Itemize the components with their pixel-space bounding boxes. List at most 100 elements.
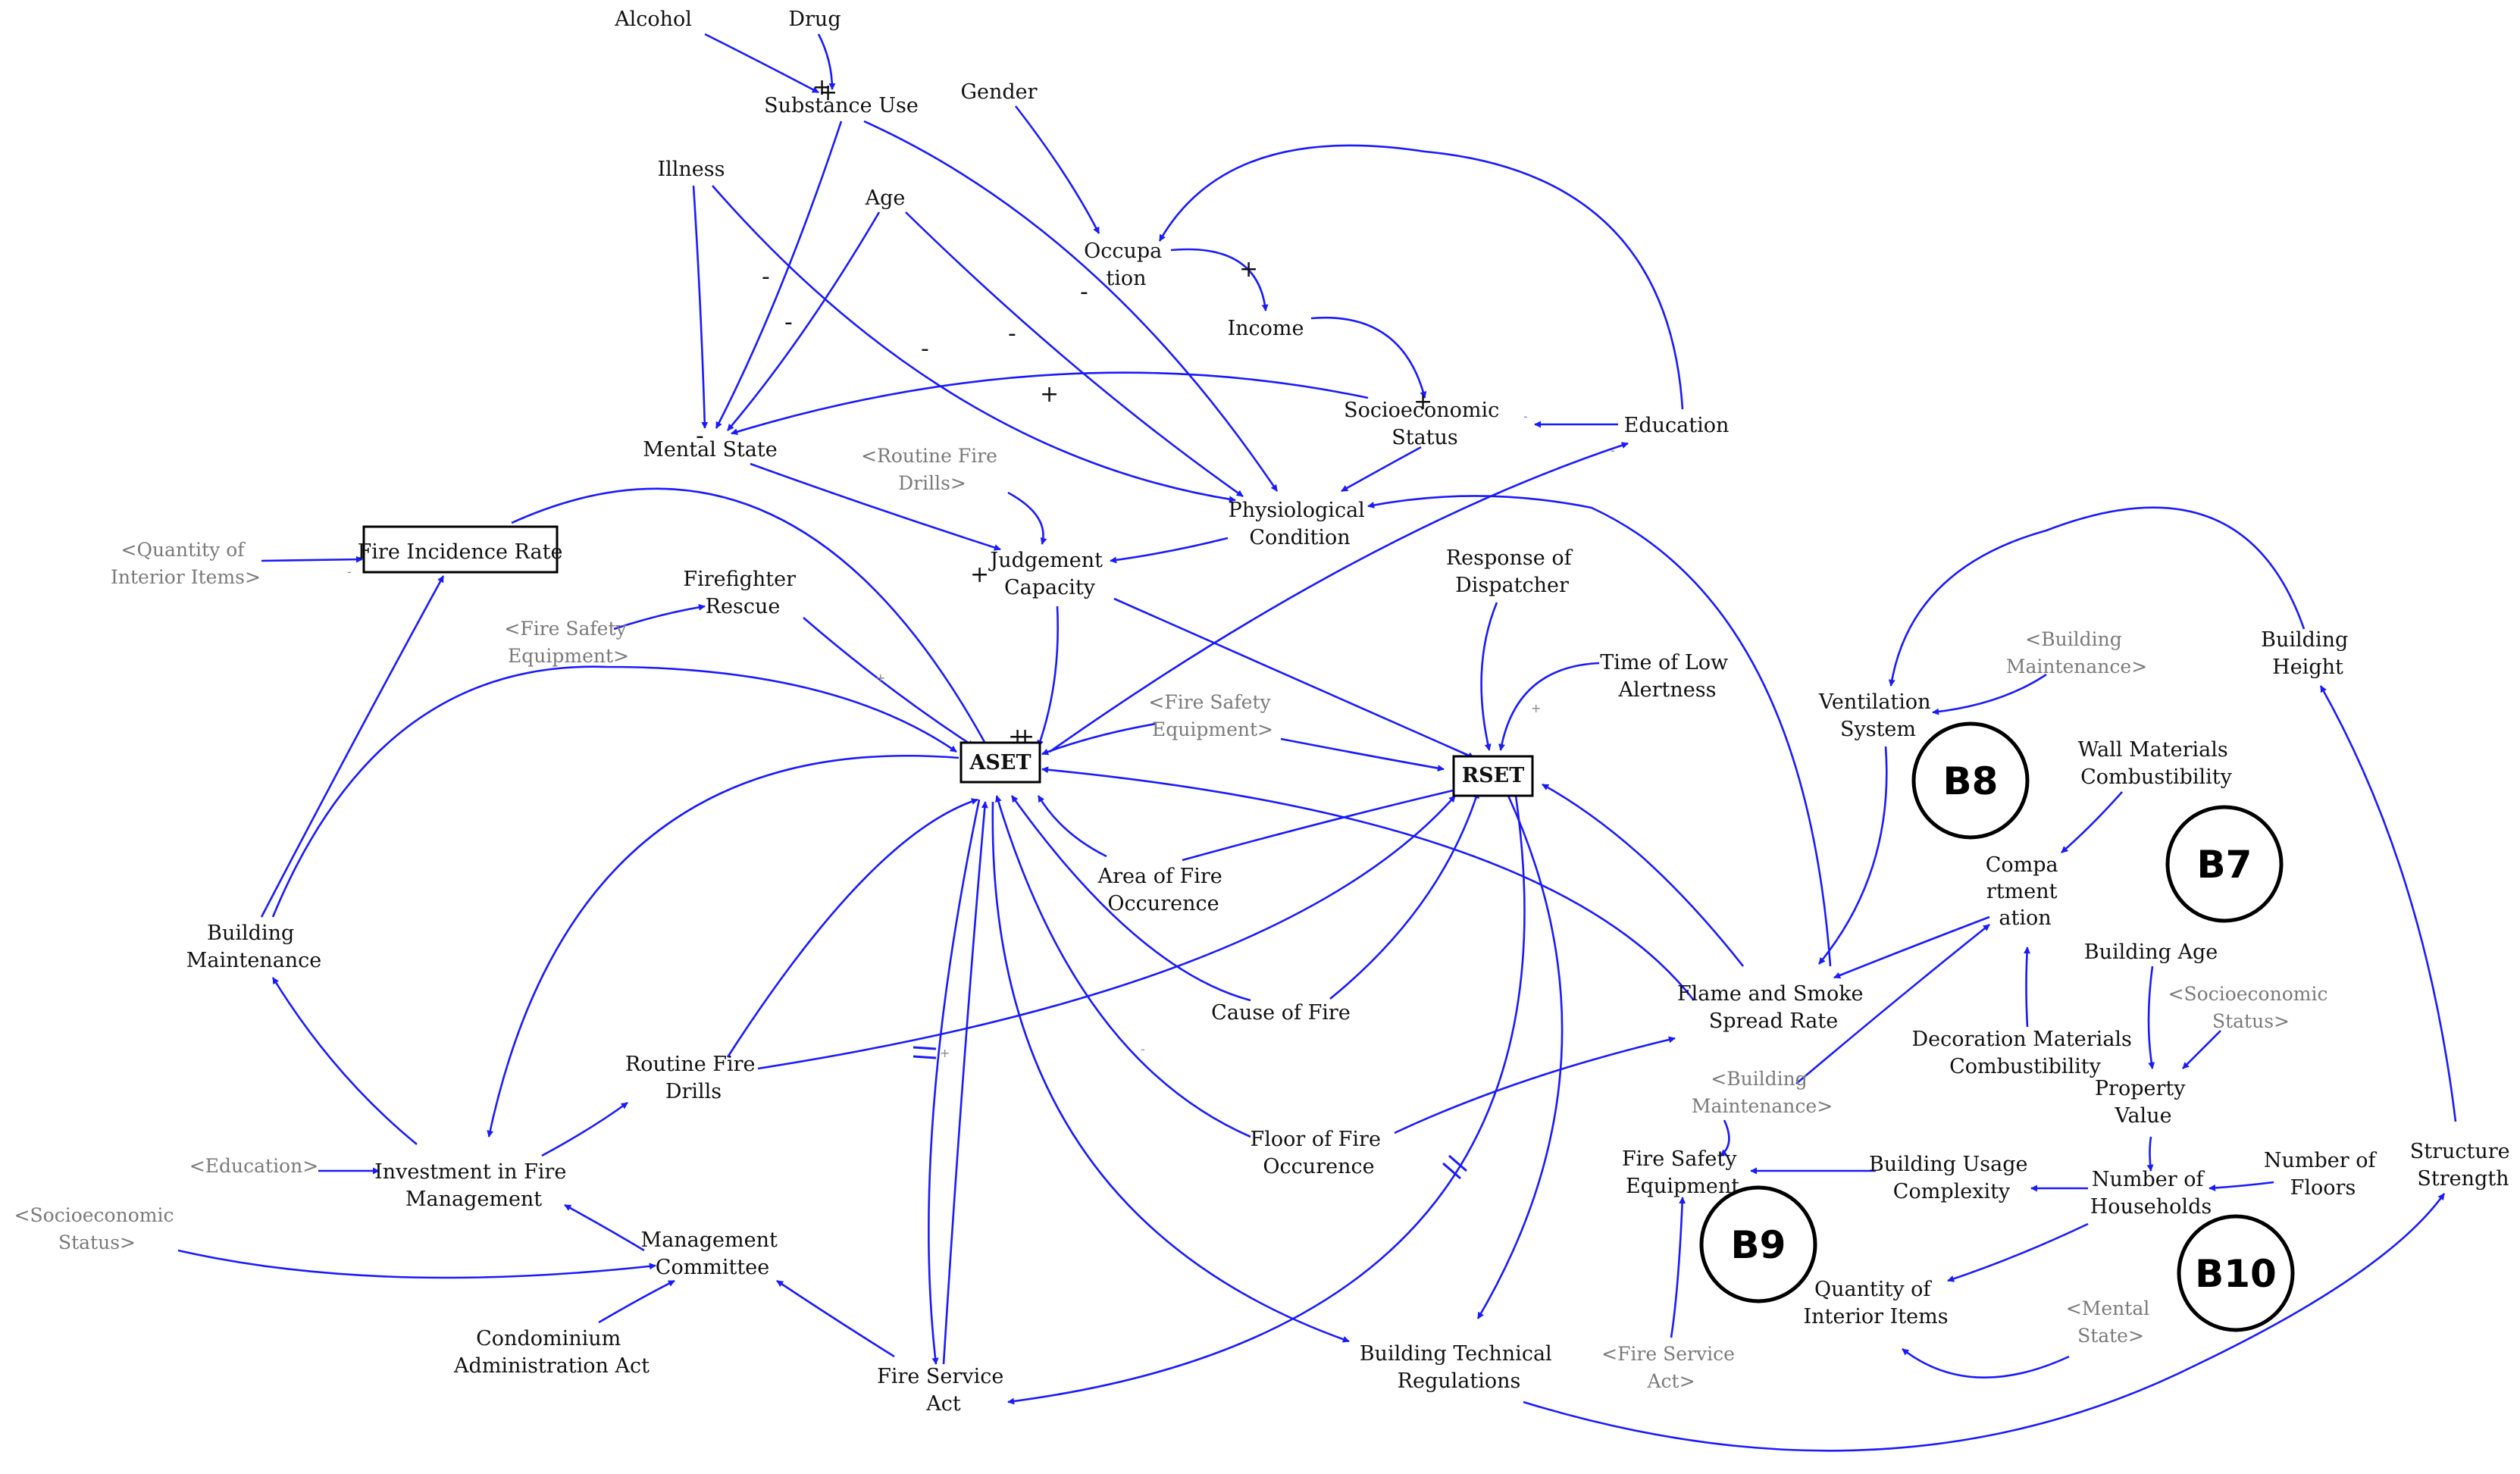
node-income: Income — [1227, 317, 1304, 340]
node-area-of-fire-occurence: Area of Fire Occurence — [1097, 865, 1229, 915]
node-building-maintenance: Building Maintenance — [186, 922, 322, 972]
node-building-usage-complexity: Building Usage Complexity — [1869, 1153, 2034, 1203]
polarity-small: - — [347, 565, 352, 579]
link-households-quantity-interior — [1947, 1222, 2089, 1282]
link-substance-use-mental-state — [715, 120, 843, 429]
node-management-committee: Management Committee — [641, 1228, 784, 1279]
node-building-maintenance-shadow-1-line1: <Building — [2025, 628, 2122, 650]
node-compartmentation-line1: Compa — [1986, 853, 2058, 877]
link-decoration-compartmentation — [2024, 947, 2031, 1028]
node-building-height-line1: Building — [2261, 628, 2348, 652]
node-building-maintenance-shadow-1: <Building Maintenance> — [2006, 628, 2147, 678]
node-fire-safety-shadow-2-line2: Equipment> — [1152, 718, 1273, 740]
node-routine-fire-drills-shadow-line2: Drills> — [898, 472, 966, 494]
node-building-technical-regulations: Building Technical Regulations — [1360, 1342, 1559, 1393]
node-building-maintenance-shadow-2-line1: <Building — [1711, 1068, 1808, 1090]
node-cause-of-fire: Cause of Fire — [1211, 1001, 1351, 1025]
link-judgement-capacity-rset — [1113, 597, 1475, 759]
node-structure-strength: Structure Strength — [2410, 1140, 2516, 1191]
node-time-of-low-alertness: Time of Low Alertness — [1600, 651, 1735, 702]
node-fire-safety-equipment-line2: Equipment — [1626, 1175, 1739, 1198]
loop-b7-circle — [2165, 805, 2284, 923]
node-mental-state-shadow-line1: <Mental — [2066, 1297, 2149, 1319]
node-firefighter-rescue-line2: Rescue — [706, 595, 781, 618]
node-wall-materials-combustibility-line2: Combustibility — [2080, 765, 2233, 789]
node-flame-and-smoke-line1: Flame and Smoke — [1677, 982, 1864, 1006]
links — [177, 33, 2457, 1452]
link-floor-fire-aset — [995, 795, 1251, 1138]
node-gender: Gender — [960, 80, 1037, 104]
polarity-minus: - — [1008, 321, 1016, 347]
link-gender-occupation — [1014, 105, 1100, 234]
link-aset-fire-service-act — [928, 799, 981, 1365]
node-fire-safety-shadow-2-line1: <Fire Safety — [1148, 691, 1271, 713]
node-drug: Drug — [788, 8, 841, 31]
delay-mark — [913, 1046, 937, 1050]
polarity-minus: - — [784, 309, 793, 336]
node-routine-fire-drills-line1: Routine Fire — [625, 1053, 756, 1076]
node-building-maintenance-line2: Maintenance — [186, 949, 322, 972]
link-building-maintenance-aset — [271, 665, 957, 918]
link-fire-safety-shadow2-aset — [1041, 722, 1157, 756]
link-fire-safety-shadow2-rset — [1280, 737, 1445, 772]
node-rset: RSET — [1462, 764, 1525, 787]
node-fire-safety-equipment: Fire Safety Equipment — [1622, 1147, 1743, 1198]
link-floor-fire-flame-smoke — [1394, 1036, 1676, 1134]
loop-b10-label: B10 — [2195, 1252, 2277, 1296]
node-management-committee-line1: Management — [641, 1228, 778, 1252]
node-building-maintenance-shadow-2-line2: Maintenance> — [1692, 1095, 1833, 1117]
node-investment-in-fire-management: Investment in Fire Management — [374, 1160, 573, 1211]
link-fire-service-act-aset — [942, 801, 988, 1365]
loop-labels: B8 B7 B9 B10 — [1699, 721, 2295, 1332]
node-physiological-condition-line2: Condition — [1249, 526, 1350, 549]
link-rset-building-technical — [1476, 795, 1564, 1319]
node-compartmentation: Compa rtment ation — [1986, 853, 2065, 930]
polarity-small: - — [1141, 1042, 1145, 1056]
node-judgement-capacity-line1: Judgement — [988, 549, 1103, 572]
node-socioeconomic-shadow-1-line2: Status> — [2212, 1010, 2290, 1032]
node-socioeconomic-shadow-1-line1: <Socioeconomic — [2168, 983, 2328, 1005]
node-quantity-of-interior-items-line1: Quantity of — [1814, 1278, 1932, 1301]
node-structure-strength-line2: Strength — [2417, 1167, 2509, 1191]
node-compartmentation-line2: rtment — [1986, 880, 2058, 903]
node-socioeconomic-shadow-1: <Socioeconomic Status> — [2168, 983, 2334, 1032]
node-mental-state: Mental State — [643, 438, 777, 462]
link-routine-drills-rset — [757, 795, 1456, 1070]
node-education: Education — [1624, 414, 1730, 437]
polarity-plus: + — [970, 562, 989, 588]
link-building-maintenance-shadow2-compartmentation — [1795, 923, 1990, 1084]
link-ventilation-flame-smoke — [1817, 746, 1888, 965]
link-routine-drills-shadow-judgement — [1007, 491, 1047, 545]
node-building-maintenance-line1: Building — [207, 922, 294, 945]
link-management-committee-investment — [564, 1203, 645, 1252]
node-age: Age — [865, 186, 906, 210]
node-number-of-floors-line2: Floors — [2290, 1176, 2356, 1200]
node-aset: ASET — [969, 751, 1031, 775]
node-building-height: Building Height — [2261, 628, 2355, 679]
link-area-fire-aset — [1037, 795, 1107, 858]
node-number-of-floors-line1: Number of — [2264, 1149, 2378, 1172]
node-physiological-condition: Physiological Condition — [1229, 499, 1372, 549]
link-fire-service-act-committee — [776, 1279, 895, 1358]
link-income-socioeconomic-status — [1310, 316, 1427, 399]
delay-mark — [1442, 1162, 1461, 1180]
node-investment-line1: Investment in Fire — [374, 1160, 566, 1184]
loop-b8-circle — [1911, 721, 2030, 840]
link-building-maintenance-fire-incidence — [260, 575, 445, 918]
node-fire-safety-equipment-line1: Fire Safety — [1622, 1147, 1737, 1171]
polarity-small: - — [1611, 443, 1615, 458]
link-fire-incidence-aset — [511, 487, 991, 751]
node-building-usage-line2: Complexity — [1893, 1180, 2011, 1203]
node-response-of-dispatcher-line1: Response of — [1446, 546, 1573, 570]
node-routine-fire-drills: Routine Fire Drills — [625, 1053, 762, 1103]
node-structure-strength-line1: Structure — [2410, 1140, 2510, 1163]
node-labels: Alcohol Drug Substance Use Gender Illnes… — [14, 8, 2516, 1416]
link-aset-building-technical — [991, 801, 1350, 1343]
node-occupation-line1: Occupa — [1084, 239, 1162, 263]
link-socioeconomic-shadow-property-value — [2182, 1030, 2221, 1069]
node-time-of-low-alertness-line1: Time of Low — [1600, 651, 1728, 674]
polarity-small: - — [1523, 409, 1528, 424]
link-illness-physiological-condition — [712, 185, 1236, 503]
polarity-plus: + — [1413, 389, 1432, 415]
